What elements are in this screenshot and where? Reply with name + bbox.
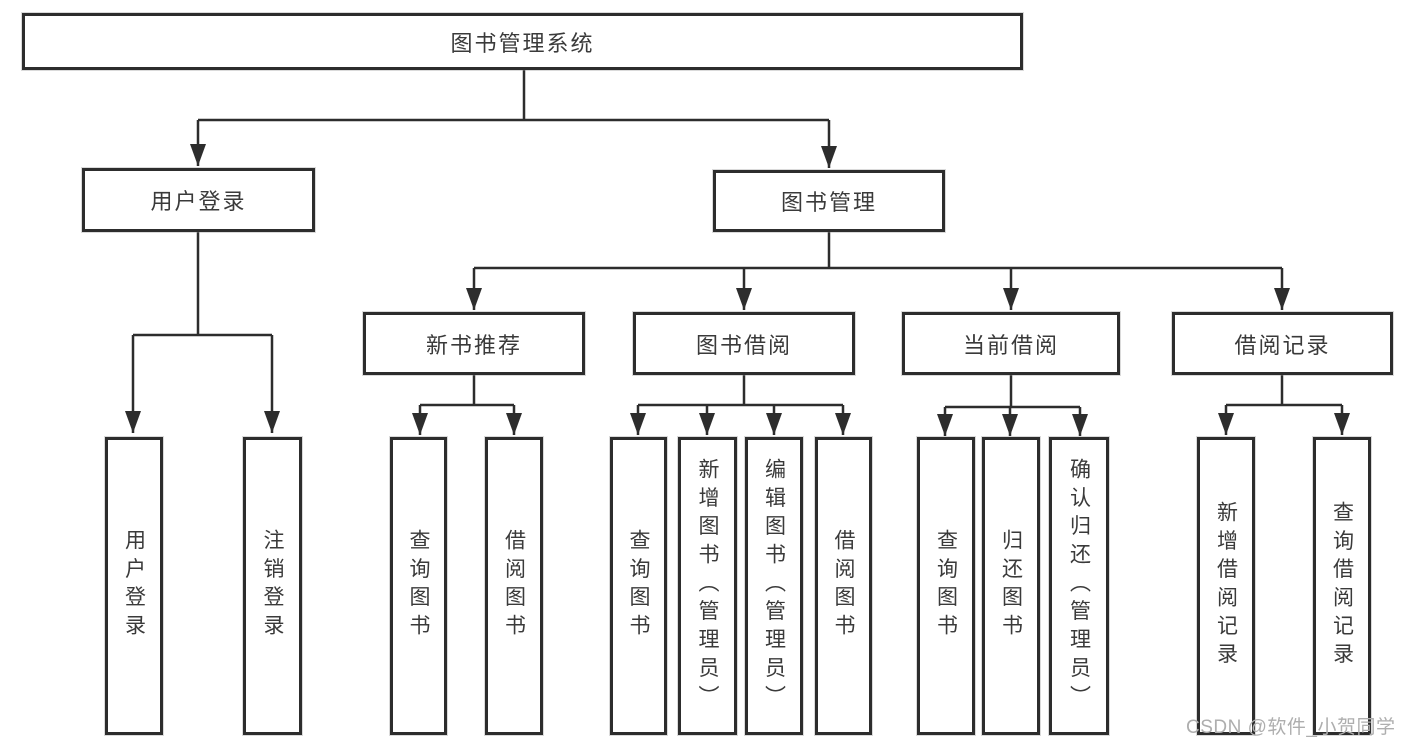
elbow-lines xyxy=(125,70,1350,436)
leaf-logout-label: 注销登录 xyxy=(261,529,284,643)
leaf-newrec-borrow-books-label: 借阅图书 xyxy=(502,529,526,643)
leaf-borrow-lend-books-label: 借阅图书 xyxy=(832,529,855,643)
leaf-current-query-books-label: 查询图书 xyxy=(934,529,958,643)
leaf-record-add-label: 新增借阅记录 xyxy=(1214,500,1238,672)
node-borrow-records-label: 借阅记录 xyxy=(1234,332,1331,358)
leaf-newrec-query-books-label: 查询图书 xyxy=(407,529,430,643)
leaf-borrow-add-books-admin-label: 新增图书（管理员） xyxy=(696,458,719,714)
leaf-record-query: 查询借阅记录 xyxy=(1313,437,1371,735)
leaf-newrec-query-books: 查询图书 xyxy=(390,437,447,735)
node-borrow-records: 借阅记录 xyxy=(1172,312,1393,375)
node-current-borrow: 当前借阅 xyxy=(902,312,1120,375)
node-current-borrow-label: 当前借阅 xyxy=(962,332,1059,358)
leaf-user-login-label: 用户登录 xyxy=(122,529,146,643)
leaf-logout: 注销登录 xyxy=(243,437,302,735)
leaf-current-query-books: 查询图书 xyxy=(917,437,975,735)
csdn-watermark: CSDN @软件_小贺同学 xyxy=(1186,717,1396,738)
node-root-system-label: 图书管理系统 xyxy=(450,30,595,56)
node-user-login: 用户登录 xyxy=(82,168,315,232)
leaf-current-confirm-return-admin-label: 确认归还（管理员） xyxy=(1067,458,1091,714)
leaf-borrow-query-books-label: 查询图书 xyxy=(627,529,650,643)
node-user-login-label: 用户登录 xyxy=(150,189,247,214)
node-book-management: 图书管理 xyxy=(713,170,945,232)
node-book-borrow-label: 图书借阅 xyxy=(695,332,792,358)
node-root-system: 图书管理系统 xyxy=(22,13,1023,70)
leaf-borrow-edit-books-admin-label: 编辑图书（管理员） xyxy=(762,458,786,714)
leaf-record-add: 新增借阅记录 xyxy=(1197,437,1255,735)
leaf-borrow-lend-books: 借阅图书 xyxy=(815,437,872,735)
leaf-record-query-label: 查询借阅记录 xyxy=(1330,500,1354,672)
node-new-book-recommend-label: 新书推荐 xyxy=(425,332,522,358)
node-new-book-recommend: 新书推荐 xyxy=(363,312,585,375)
node-book-borrow: 图书借阅 xyxy=(633,312,855,375)
leaf-user-login: 用户登录 xyxy=(105,437,163,735)
node-book-management-label: 图书管理 xyxy=(780,190,877,215)
leaf-borrow-edit-books-admin: 编辑图书（管理员） xyxy=(745,437,803,735)
leaf-current-return-books: 归还图书 xyxy=(982,437,1040,735)
leaf-borrow-add-books-admin: 新增图书（管理员） xyxy=(678,437,737,735)
leaf-newrec-borrow-books: 借阅图书 xyxy=(485,437,543,735)
leaf-borrow-query-books: 查询图书 xyxy=(610,437,667,735)
leaf-current-confirm-return-admin: 确认归还（管理员） xyxy=(1049,437,1109,735)
leaf-current-return-books-label: 归还图书 xyxy=(999,529,1023,643)
